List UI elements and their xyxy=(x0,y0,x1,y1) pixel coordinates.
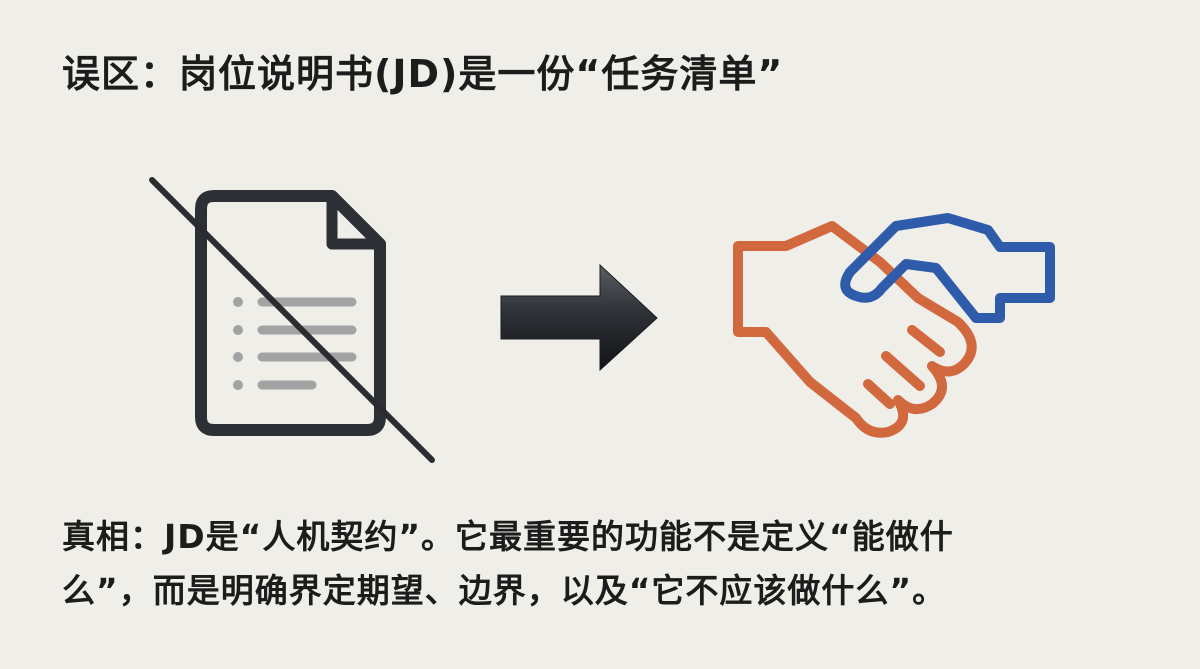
truth-statement: 真相：JD是“人机契约”。它最重要的功能不是定义“能做什 么”，而是明确界定期望… xyxy=(62,510,1152,618)
page-title: 误区：岗位说明书(JD)是一份“任务清单” xyxy=(62,52,784,96)
right-hand xyxy=(840,213,1055,323)
document-fold xyxy=(326,196,380,250)
document-lines xyxy=(257,297,357,390)
left-hand-finger xyxy=(907,325,945,357)
crossed-out-document-icon xyxy=(149,177,435,463)
document-outline xyxy=(195,190,386,436)
truth-line-2: 么”，而是明确界定期望、边界，以及“它不应该做什么”。 xyxy=(62,571,947,610)
handshake-icon xyxy=(733,213,1055,438)
left-hand-finger xyxy=(863,379,895,409)
truth-line-1: 真相：JD是“人机契约”。它最重要的功能不是定义“能做什 xyxy=(62,517,954,556)
left-hand-finger xyxy=(881,351,925,391)
strike-through-line xyxy=(149,177,435,463)
right-arrow-icon xyxy=(500,263,658,372)
left-hand xyxy=(733,221,977,438)
document-bullets xyxy=(233,297,243,390)
